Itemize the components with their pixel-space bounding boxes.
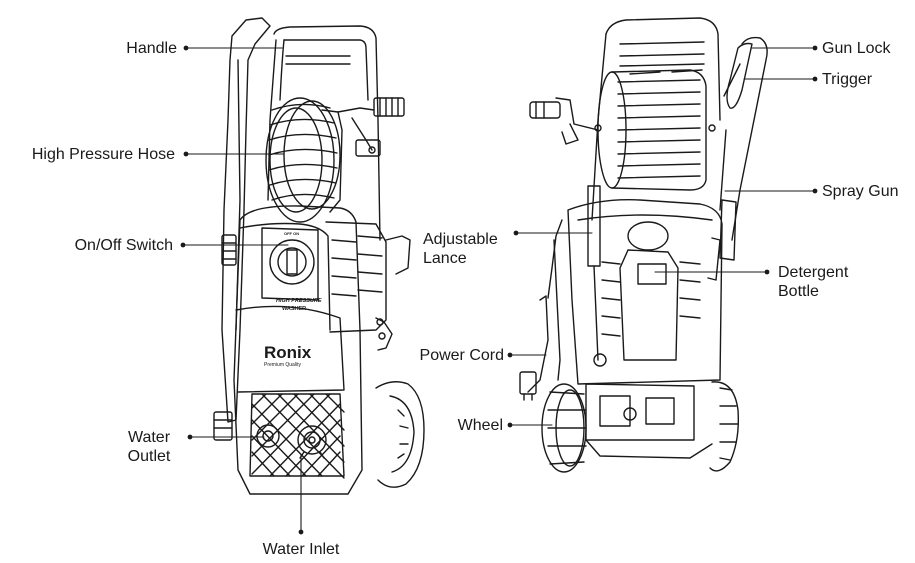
label-water-outlet: Water Outlet	[118, 428, 180, 466]
adjustable-lance-dot	[513, 230, 519, 236]
label-water-outlet-line1: Water	[127, 429, 171, 446]
front-hose-reel	[265, 97, 405, 223]
label-adjustable-lance: Adjustable Lance	[423, 230, 498, 268]
trigger-dot	[812, 76, 818, 82]
label-power-cord: Power Cord	[419, 347, 504, 364]
label-water-inlet: Water Inlet	[262, 541, 340, 558]
label-on-off-switch: On/Off Switch	[74, 237, 173, 254]
brand-logo: Ronix	[264, 343, 312, 362]
label-detergent-bottle-line2: Bottle	[778, 283, 819, 300]
label-detergent-bottle-line1: Detergent	[778, 264, 849, 281]
water-outlet-dot	[187, 434, 193, 440]
water-inlet-dot	[298, 529, 304, 535]
gun-lock-dot	[812, 45, 818, 51]
label-high-pressure-hose: High Pressure Hose	[31, 146, 175, 163]
label-spray-gun: Spray Gun	[822, 183, 899, 200]
label-water-outlet-line2: Outlet	[127, 448, 171, 465]
panel-text-line2: WASHER	[282, 306, 306, 312]
label-adjustable-lance-line2: Lance	[423, 250, 467, 267]
label-handle: Handle	[126, 40, 177, 57]
spray-gun-dot	[812, 188, 818, 194]
rear-spray-gun	[707, 36, 768, 281]
high-pressure-hose-dot	[183, 151, 189, 157]
label-adjustable-lance-line1: Adjustable	[423, 231, 498, 248]
label-gun-lock: Gun Lock	[822, 40, 891, 57]
label-trigger: Trigger	[822, 71, 873, 88]
rear-hose-reel	[529, 69, 716, 191]
label-wheel: Wheel	[457, 417, 503, 434]
wheel-dot	[507, 422, 513, 428]
switch-text: OFF ON	[284, 231, 299, 236]
panel-text-line1: HIGH PRESSURE	[276, 298, 322, 304]
detergent-bottle-dot	[764, 269, 770, 275]
rear-view-washer	[519, 17, 768, 473]
on-off-switch-dot	[180, 242, 186, 248]
brand-tagline: Premium Quality	[264, 362, 301, 368]
front-handle-frame	[267, 25, 381, 241]
front-body	[233, 205, 425, 495]
front-view-washer	[213, 17, 425, 495]
handle-dot	[183, 45, 189, 51]
label-detergent-bottle: Detergent Bottle	[778, 263, 848, 301]
rear-body	[519, 185, 740, 473]
power-cord-dot	[507, 352, 513, 358]
